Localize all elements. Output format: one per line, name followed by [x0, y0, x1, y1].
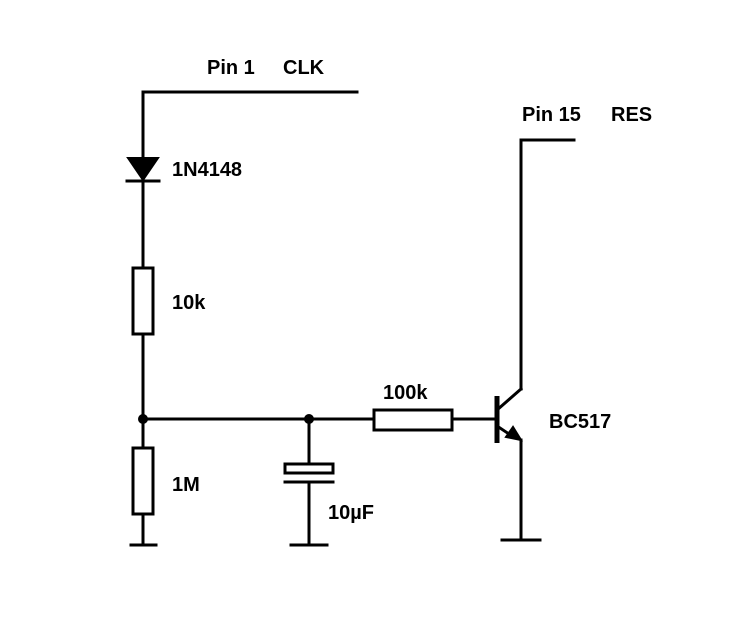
diode-triangle [126, 157, 160, 182]
label-transistor: BC517 [549, 411, 611, 433]
label-pin1: Pin 1 [207, 57, 255, 79]
label-resistor-10k: 10k [172, 292, 206, 314]
junction-dot-left [138, 414, 148, 424]
label-res: RES [611, 104, 652, 126]
diode-1n4148 [125, 157, 161, 183]
capacitor-positive-plate [283, 462, 335, 475]
label-clk: CLK [283, 57, 325, 79]
label-pin15: Pin 15 [522, 104, 581, 126]
transistor-emitter-arrow [504, 425, 524, 442]
capacitor-10uf [283, 417, 335, 547]
label-resistor-1m: 1M [172, 474, 200, 496]
res-output-wire [519, 138, 576, 391]
clk-input-wire [141, 90, 359, 160]
transistor-bc517 [494, 386, 524, 443]
label-capacitor: 10µF [328, 502, 374, 524]
label-diode: 1N4148 [172, 159, 242, 181]
transistor-collector-lead [494, 386, 524, 413]
label-resistor-100k: 100k [383, 382, 428, 404]
resistor-1m [131, 446, 155, 516]
resistor-10k [131, 266, 155, 336]
resistor-100k [372, 408, 454, 432]
